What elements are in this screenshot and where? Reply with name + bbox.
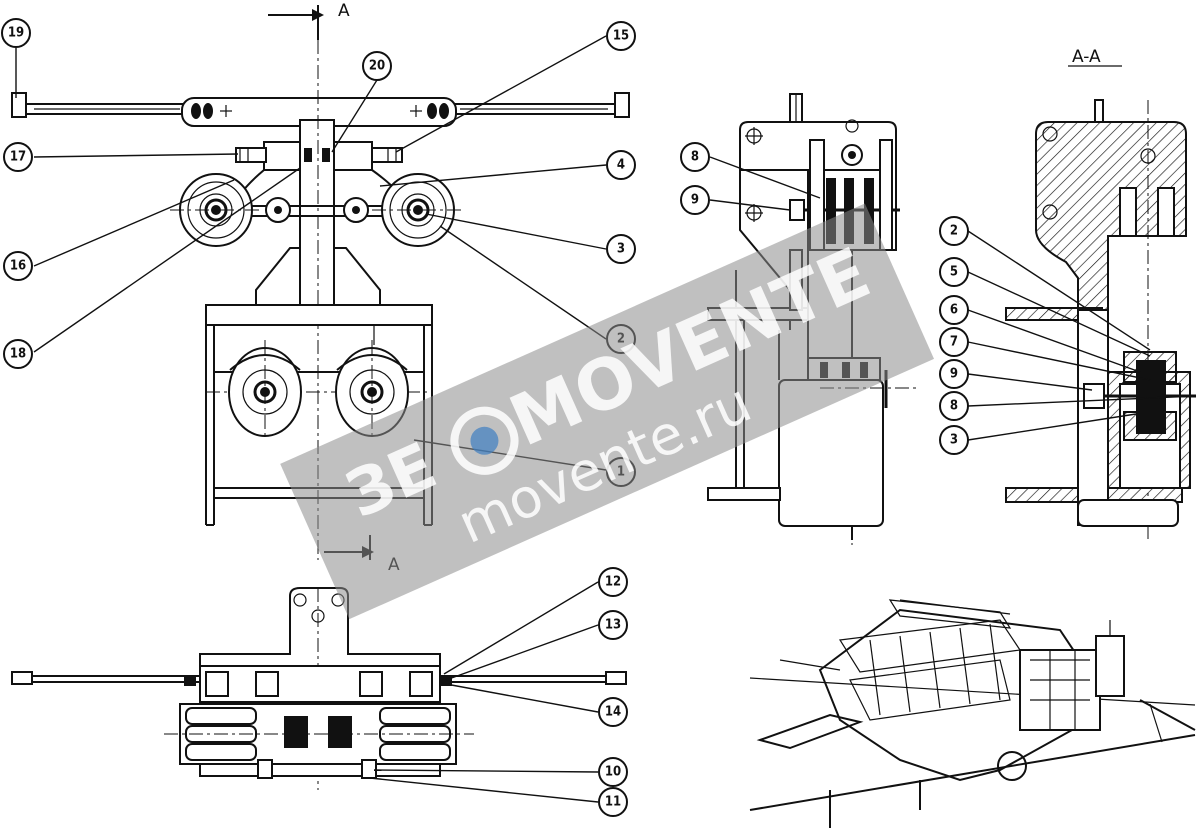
svg-text:3: 3 [617,242,625,257]
svg-text:11: 11 [605,795,621,810]
plan-view: 12 13 14 10 11 [11,567,628,817]
upper-wheel-left [170,173,262,247]
section-arrow-top: A [268,1,350,40]
svg-text:6: 6 [950,303,958,318]
isometric-machine-illustration [749,599,1196,828]
svg-text:15: 15 [613,29,629,44]
svg-text:2: 2 [950,224,958,239]
callout-16: 16 [3,251,33,281]
callout-side-8: 8 [680,142,710,172]
callout-section-8: 8 [939,391,969,421]
callout-20: 20 [362,51,392,81]
svg-text:17: 17 [10,150,26,165]
svg-text:9: 9 [950,367,958,382]
callout-section-2: 2 [939,216,969,246]
callout-plan-11: 11 [598,787,628,817]
callout-side-9: 9 [680,185,710,215]
lower-wheel-left [228,340,302,440]
svg-text:8: 8 [950,399,958,414]
lower-wheel-right [335,340,409,440]
callout-17: 17 [3,142,33,172]
svg-text:10: 10 [605,765,621,780]
svg-text:12: 12 [605,575,621,590]
callout-section-7: 7 [939,327,969,357]
front-view: A [1,1,636,575]
svg-text:16: 16 [10,259,26,274]
section-title: A-A [1072,47,1101,67]
callout-plan-13: 13 [598,610,628,640]
svg-text:4: 4 [617,158,625,173]
svg-text:5: 5 [950,265,958,280]
upper-wheel-right [372,173,464,247]
callout-15: 15 [606,21,636,51]
watermark-band [280,203,935,620]
section-mark-top: A [338,1,350,21]
section-view: A-A 2 5 6 7 9 [939,47,1197,540]
svg-text:8: 8 [691,150,699,165]
callout-section-9: 9 [939,359,969,389]
svg-text:14: 14 [605,705,621,720]
watermark-logo-icon [450,406,519,475]
front-leaders [15,35,607,471]
svg-text:13: 13 [605,618,621,633]
callout-19: 19 [1,18,31,48]
callout-section-3: 3 [939,425,969,455]
callout-4: 4 [606,150,636,180]
callout-plan-14: 14 [598,697,628,727]
svg-text:20: 20 [369,59,385,74]
watermark-accent-icon [470,426,499,455]
svg-text:7: 7 [950,335,958,350]
callout-18: 18 [3,339,33,369]
callout-plan-12: 12 [598,567,628,597]
svg-text:3: 3 [950,433,958,448]
callout-section-5: 5 [939,257,969,287]
svg-text:19: 19 [8,26,24,41]
svg-text:9: 9 [691,193,699,208]
svg-text:18: 18 [10,347,26,362]
callout-plan-10: 10 [598,757,628,787]
callout-3: 3 [606,234,636,264]
callout-section-6: 6 [939,295,969,325]
